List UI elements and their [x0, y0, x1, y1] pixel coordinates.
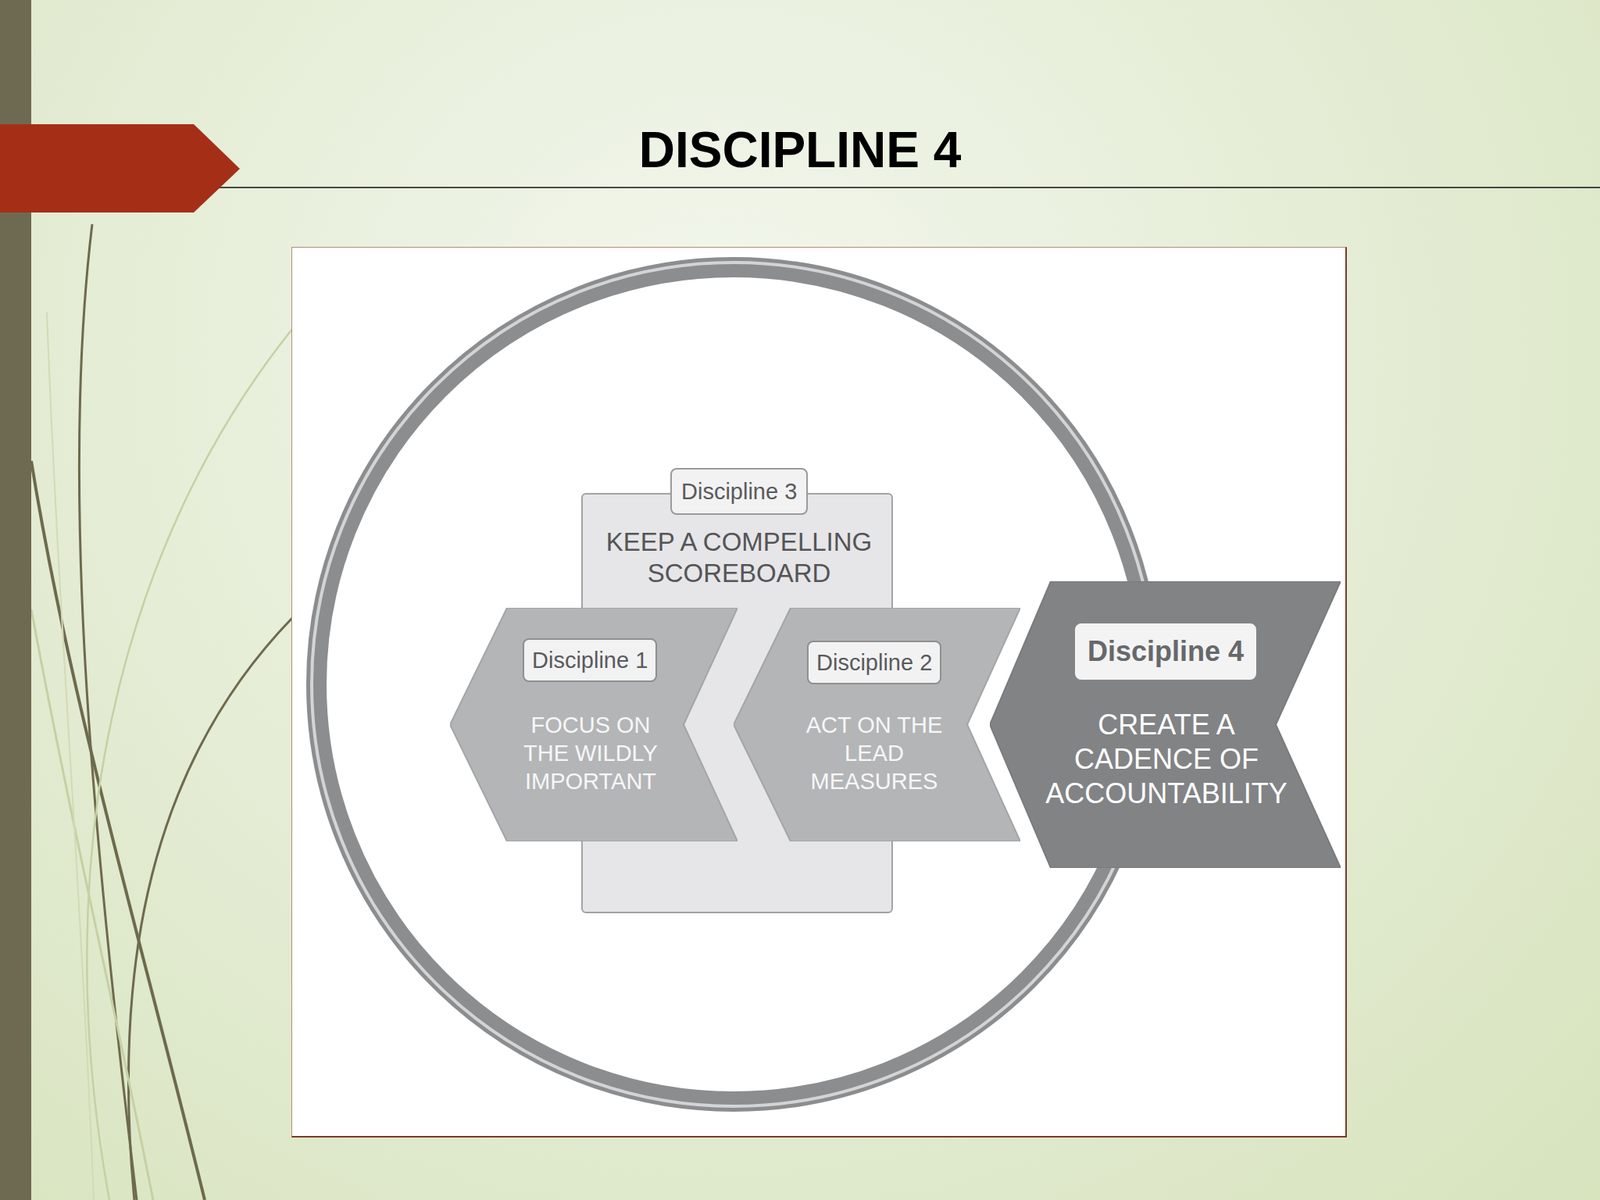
grass-stroke: [31, 460, 205, 1200]
discipline-chevron: Discipline 4 CREATE A CADENCE OF ACCOUNTA…: [989, 581, 1341, 868]
grass-stroke: [86, 328, 293, 1200]
discipline-tag: Discipline 3: [670, 467, 808, 515]
grass-stroke: [128, 617, 293, 1200]
discipline-chevron: Discipline 2 ACT ON THE LEAD MEASURES: [733, 607, 1021, 842]
discipline-tag: Discipline 2: [807, 640, 942, 685]
title-rule: [0, 186, 1600, 189]
slide-title: DISCIPLINE 4: [0, 125, 1600, 175]
discipline-text: KEEP A COMPELLING SCOREBOARD: [586, 526, 892, 590]
discipline-text: CREATE A CADENCE OF ACCOUNTABILITY: [1033, 707, 1300, 811]
discipline-tag: Discipline 4: [1075, 623, 1257, 680]
discipline-tag: Discipline 1: [522, 638, 658, 683]
chevron-outline: [989, 581, 1341, 868]
title-banner: [0, 124, 240, 213]
discipline-chevron: Discipline 1 FOCUS ON THE WILDLY IMPORTAN…: [450, 607, 738, 842]
chevron-outline: [733, 607, 1021, 842]
grass-stroke: [46, 312, 94, 1200]
discipline-text: ACT ON THE LEAD MEASURES: [792, 710, 957, 796]
grass-stroke: [31, 609, 154, 1200]
discipline-text: FOCUS ON THE WILDLY IMPORTANT: [508, 710, 673, 796]
chevron-outline: [450, 607, 738, 842]
